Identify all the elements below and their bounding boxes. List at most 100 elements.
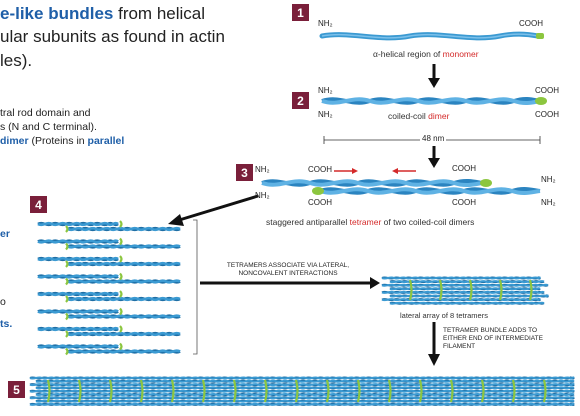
- body-mid: (Proteins in: [28, 135, 88, 147]
- tetramer-coil: [261, 178, 541, 196]
- stack-terminal-marker: [65, 347, 69, 356]
- heading-line-2: ular subunits as found in actin: [0, 27, 225, 46]
- stack-tetramer-4: [37, 274, 119, 279]
- array-strand-6: [389, 294, 549, 298]
- filament-terminal-marker: [263, 379, 268, 403]
- filament-terminal-marker: [387, 379, 392, 403]
- assoc-label-line-2: NONCOVALENT INTERACTIONS: [238, 270, 338, 277]
- monomer-caption: α-helical region of monomer: [373, 49, 479, 59]
- body-dimer-highlight: dimer: [0, 135, 29, 147]
- tetramer-stack: [37, 220, 181, 356]
- tetramer-cooh-top-left: COOH: [308, 165, 332, 174]
- stack-tetramer-7: [67, 331, 181, 337]
- tetramer-cooh-top-right: COOH: [452, 164, 476, 173]
- tetramer-cooh-bottom-right: COOH: [452, 198, 476, 207]
- intermediate-filament: [29, 376, 575, 406]
- array-terminal-marker: [438, 279, 443, 301]
- edge-text-a: er: [0, 228, 10, 240]
- body-parallel-highlight: parallel: [87, 135, 125, 147]
- bundle-label-line-3: FILAMENT: [443, 343, 476, 350]
- tetramer-caption-red: tetramer: [349, 217, 382, 227]
- stack-terminal-marker: [119, 237, 123, 246]
- arrow-1-2-head: [428, 78, 440, 88]
- dimer-caption-text: coiled-coil: [388, 111, 429, 121]
- array-terminal-marker: [408, 279, 413, 301]
- filament-strand-5: [29, 389, 575, 393]
- filament-terminal-marker: [449, 379, 454, 403]
- filament-terminal-marker: [232, 379, 237, 403]
- arrow-3-4-head: [168, 214, 184, 226]
- filament-terminal-marker: [108, 379, 113, 403]
- bundle-label: TETRAMER BUNDLE ADDS TO EITHER END OF IN…: [443, 327, 543, 351]
- assoc-label-line-1: TETRAMERS ASSOCIATE VIA LATERAL,: [226, 262, 350, 269]
- stack-tetramer-6: [37, 309, 119, 314]
- tetramer-nh2-top: NH₂: [255, 165, 270, 174]
- stack-terminal-marker: [119, 220, 123, 228]
- dimer-cooh-bottom: COOH: [535, 110, 559, 119]
- filament-strand-4: [35, 386, 575, 390]
- lateral-array: [381, 276, 549, 305]
- array-strand-4: [389, 287, 541, 291]
- bundle-label-line-1: TETRAMER BUNDLE ADDS TO: [443, 327, 538, 334]
- body-line-2: s (N and C terminal).: [0, 121, 97, 133]
- arrow-array-5-head: [428, 354, 440, 366]
- array-strand-8: [389, 301, 545, 305]
- tetramer-nh2-right-bottom: NH₂: [541, 198, 556, 207]
- stack-tetramer-8: [37, 344, 119, 349]
- array-strand-5: [381, 290, 545, 294]
- stack-terminal-marker: [65, 312, 69, 321]
- monomer-caption-red: monomer: [442, 49, 479, 59]
- stack-terminal-marker: [65, 260, 69, 268]
- filament-terminal-marker: [325, 379, 330, 403]
- body-line-3: dimer (Proteins in parallel: [0, 135, 124, 148]
- dimer-caption: coiled-coil dimer: [388, 111, 449, 121]
- filament-strand-3: [29, 383, 575, 387]
- array-strand-2: [389, 280, 545, 284]
- arrow-3-4: [175, 194, 259, 223]
- filament-terminal-marker: [170, 379, 175, 403]
- stack-tetramer-1: [37, 221, 119, 227]
- filament-strand-8: [35, 399, 575, 403]
- dimer-caption-red: dimer: [428, 111, 450, 121]
- tetramer-caption-tail: of two coiled-coil dimers: [381, 217, 475, 227]
- array-terminal-marker: [468, 279, 473, 301]
- step-badge-3: 3: [236, 164, 253, 181]
- stack-terminal-marker: [65, 330, 69, 338]
- stack-tetramer-6: [67, 314, 181, 319]
- stack-tetramer-2: [37, 239, 119, 244]
- tetramer-caption: staggered antiparallel tetramer of two c…: [266, 217, 474, 227]
- dimer-cooh-top: COOH: [535, 86, 559, 95]
- array-terminal-marker: [498, 279, 503, 301]
- stack-tetramer-2: [67, 244, 181, 249]
- tetramer-cooh-bottom-left: COOH: [308, 198, 332, 207]
- dimer-coil: [321, 96, 547, 106]
- stack-terminal-marker: [65, 295, 69, 303]
- stack-tetramer-7: [37, 326, 119, 332]
- monomer-caption-text: α-helical region of: [373, 49, 443, 59]
- stack-tetramer-3: [37, 256, 119, 262]
- array-terminal-marker: [528, 279, 533, 301]
- step-badge-5: 5: [8, 381, 25, 398]
- step-badge-2: 2: [292, 92, 309, 109]
- tetramer-nh2-right-top: NH₂: [541, 175, 556, 184]
- monomer-helix: [319, 31, 544, 41]
- array-strand-1: [381, 276, 541, 280]
- heading-rest: from helical: [113, 4, 206, 23]
- filament-strand-1: [29, 376, 575, 380]
- heading-line-1: e-like bundles from helical: [0, 4, 205, 23]
- stack-terminal-marker: [119, 325, 123, 333]
- filament-strand-6: [35, 392, 575, 397]
- filament-terminal-marker: [542, 379, 547, 403]
- filament-terminal-marker: [201, 379, 206, 403]
- stack-tetramer-3: [67, 261, 181, 267]
- bundle-label-line-2: EITHER END OF INTERMEDIATE: [443, 335, 543, 342]
- stack-terminal-marker: [119, 342, 123, 351]
- stack-tetramer-4: [67, 279, 181, 284]
- heading-highlight: e-like bundles: [0, 4, 114, 23]
- stack-terminal-marker: [65, 225, 69, 233]
- monomer-c-terminal: [536, 33, 544, 39]
- array-caption: lateral array of 8 tetramers: [400, 311, 488, 320]
- arrow-4-array-head: [370, 277, 380, 289]
- stack-terminal-marker: [65, 242, 69, 251]
